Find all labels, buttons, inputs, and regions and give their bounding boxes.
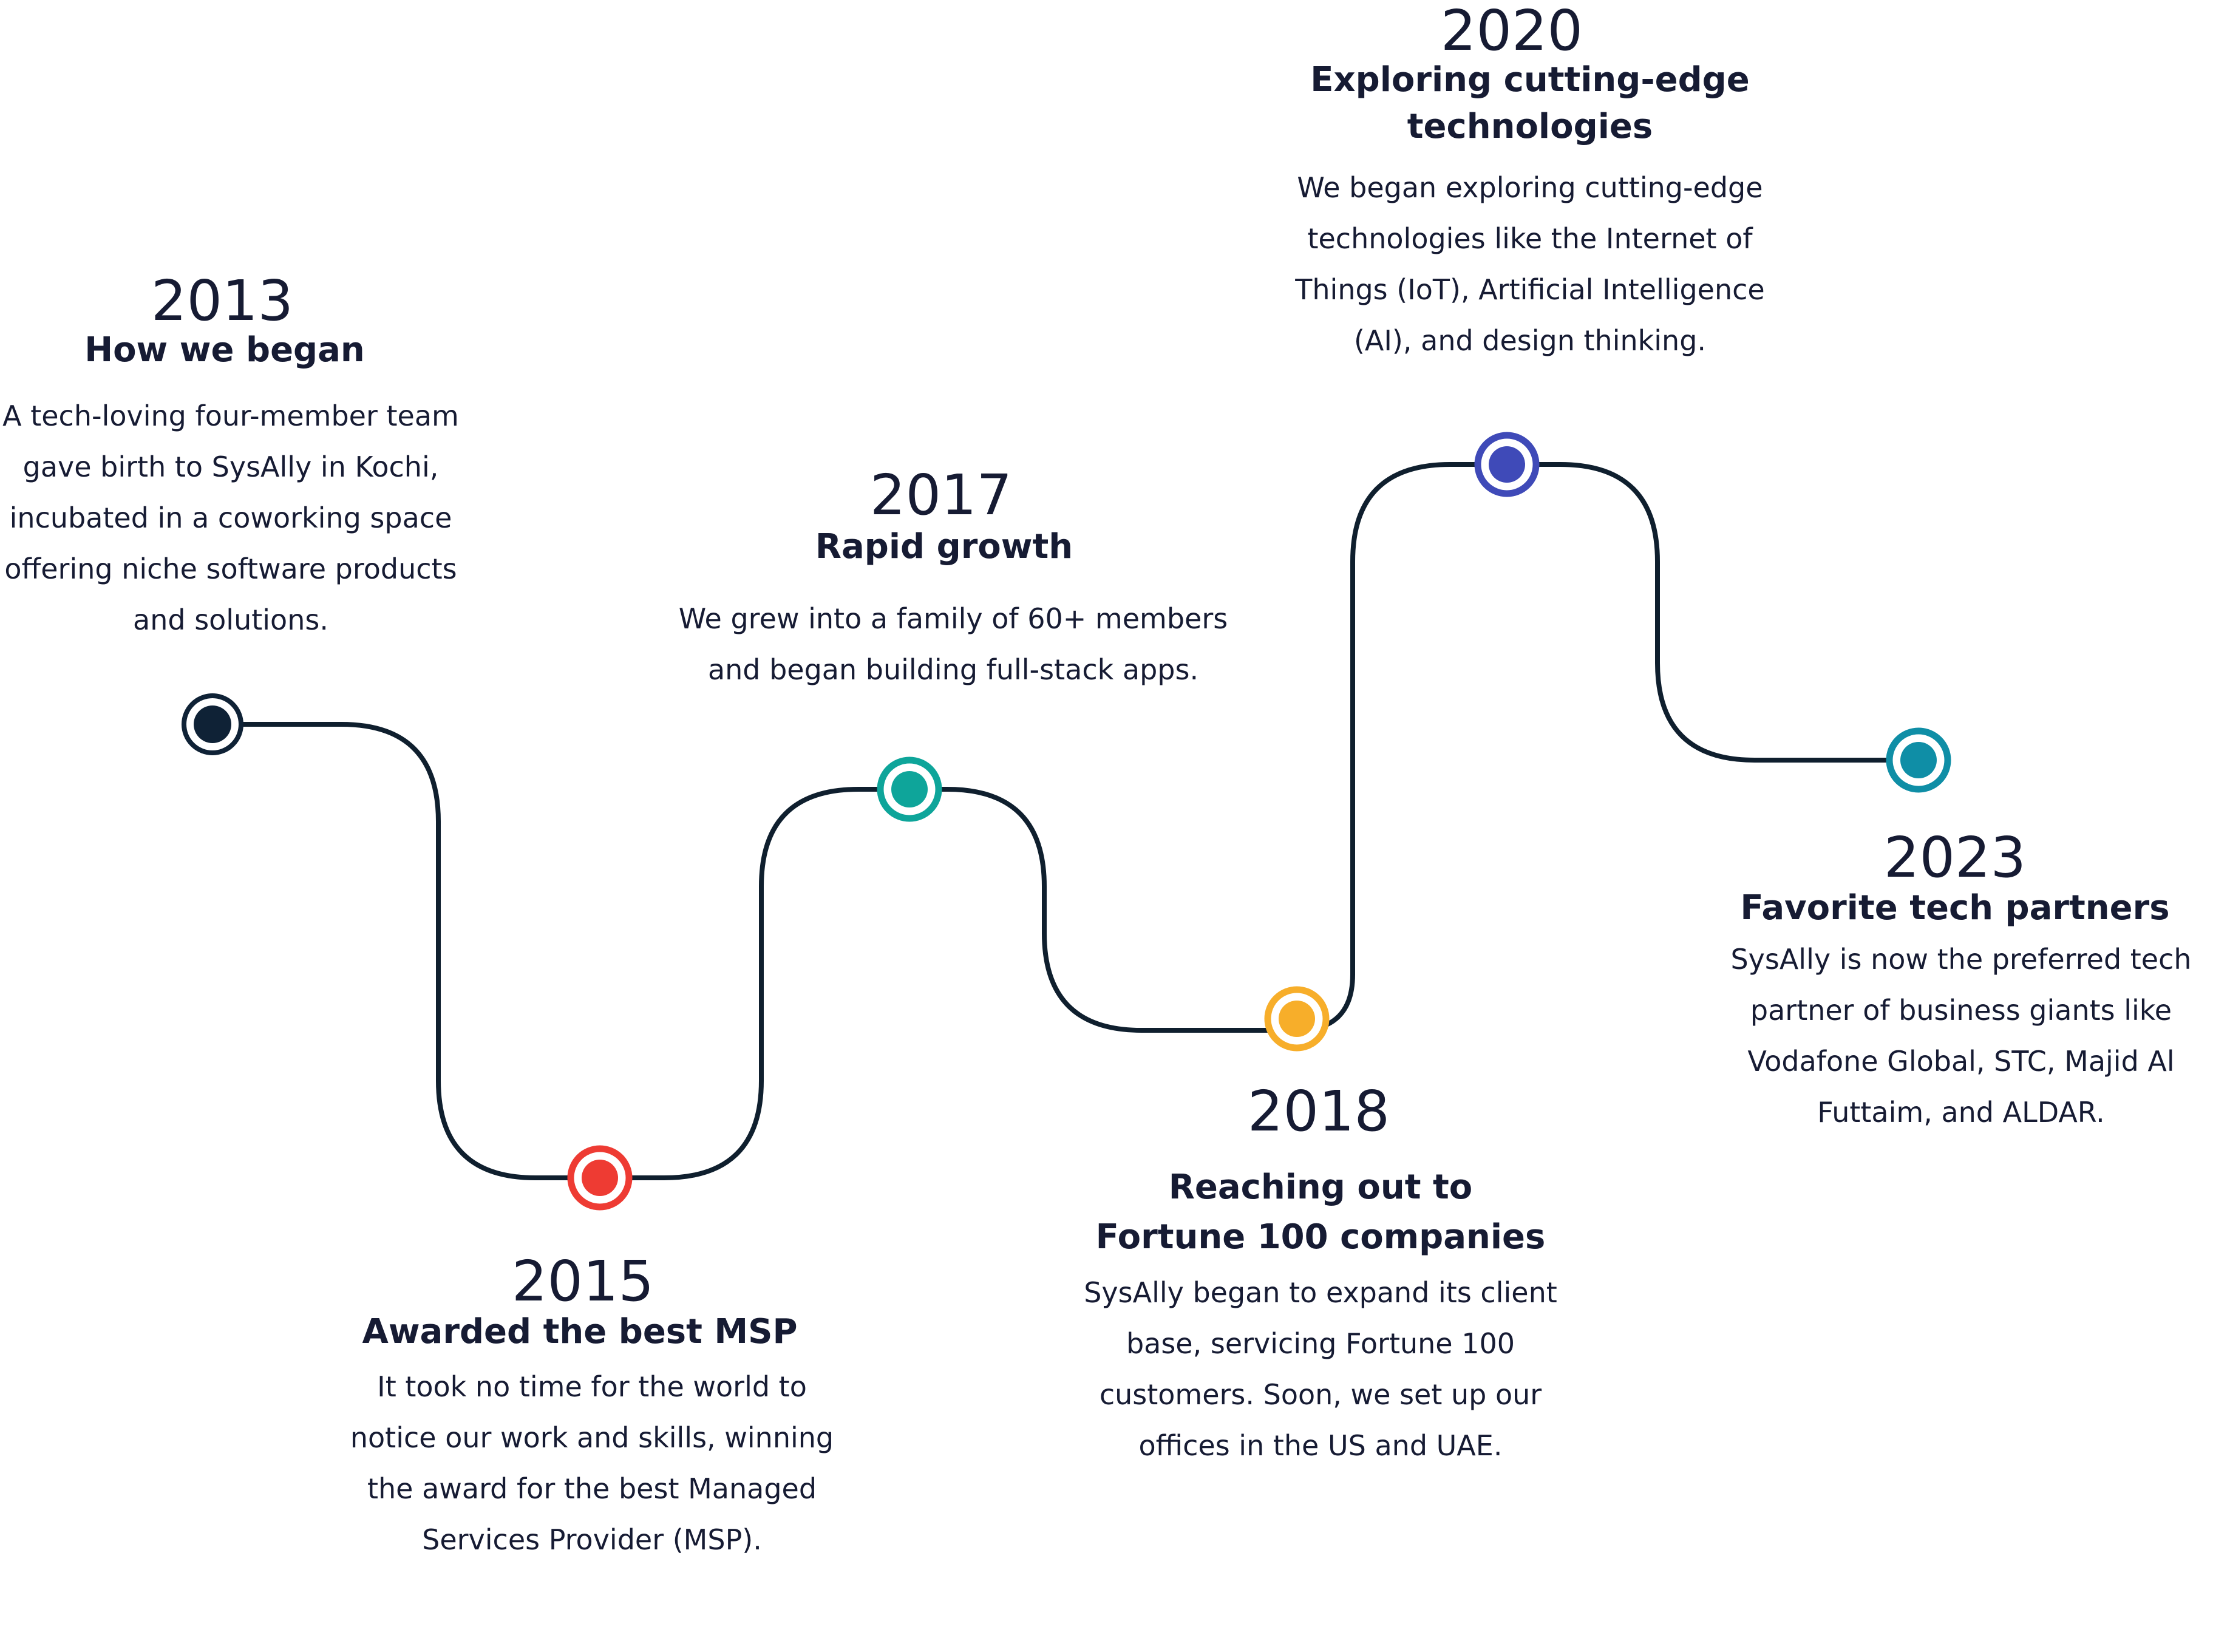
milestone-description: We began exploring cutting-edge technolo…: [1295, 171, 1765, 358]
milestone-title: How we began: [84, 330, 365, 370]
node-2013-core: [194, 705, 231, 743]
node-2017[interactable]: [877, 756, 942, 822]
milestone-2017: 2017 Rapid growth We grew into a family …: [662, 464, 1245, 695]
milestone-title: Favorite tech partners: [1740, 888, 2170, 928]
milestone-2020: 2020 Exploring cutting-edge technologies…: [1269, 0, 1791, 366]
node-2023-core: [1900, 742, 1937, 778]
milestone-year: 2015: [511, 1249, 654, 1314]
milestone-2015: 2015 Awarded the best MSP It took no tim…: [340, 1251, 844, 1565]
milestone-description: SysAlly began to expand its client base,…: [1084, 1276, 1557, 1463]
timeline-path: [210, 462, 1921, 1180]
node-2023[interactable]: [1886, 727, 1951, 793]
node-2018[interactable]: [1264, 986, 1330, 1052]
milestone-2023: 2023 Favorite tech partners SysAlly is n…: [1718, 827, 2204, 1138]
node-2020[interactable]: [1474, 432, 1540, 497]
milestone-title: Reaching out to Fortune 100 companies: [1095, 1168, 1546, 1257]
node-2013[interactable]: [182, 693, 243, 755]
milestone-year: 2023: [1883, 825, 2027, 890]
node-2020-core: [1489, 446, 1525, 483]
node-2017-core: [891, 771, 928, 807]
milestone-title: Awarded the best MSP: [362, 1312, 798, 1352]
milestone-year: 2017: [869, 463, 1013, 528]
node-2018-core: [1279, 1001, 1315, 1037]
milestone-description: It took no time for the world to notice …: [350, 1370, 834, 1557]
milestone-title: Exploring cutting-edge technologies: [1310, 60, 1750, 147]
milestone-description: A tech-loving four-member team gave birt…: [2, 399, 459, 637]
milestone-2018: 2018 Reaching out to Fortune 100 compani…: [1062, 1081, 1579, 1471]
milestone-year: 2018: [1247, 1079, 1390, 1144]
milestone-description: SysAlly is now the preferred tech partne…: [1730, 943, 2192, 1129]
milestone-2013: 2013 How we began A tech-loving four-mem…: [0, 270, 486, 645]
milestone-year: 2020: [1440, 0, 1583, 63]
node-2015-core: [582, 1160, 618, 1196]
milestone-description: We grew into a family of 60+ members and…: [678, 602, 1228, 687]
milestone-title: Rapid growth: [815, 527, 1073, 567]
milestone-year: 2013: [151, 268, 294, 333]
node-2015[interactable]: [567, 1145, 633, 1211]
